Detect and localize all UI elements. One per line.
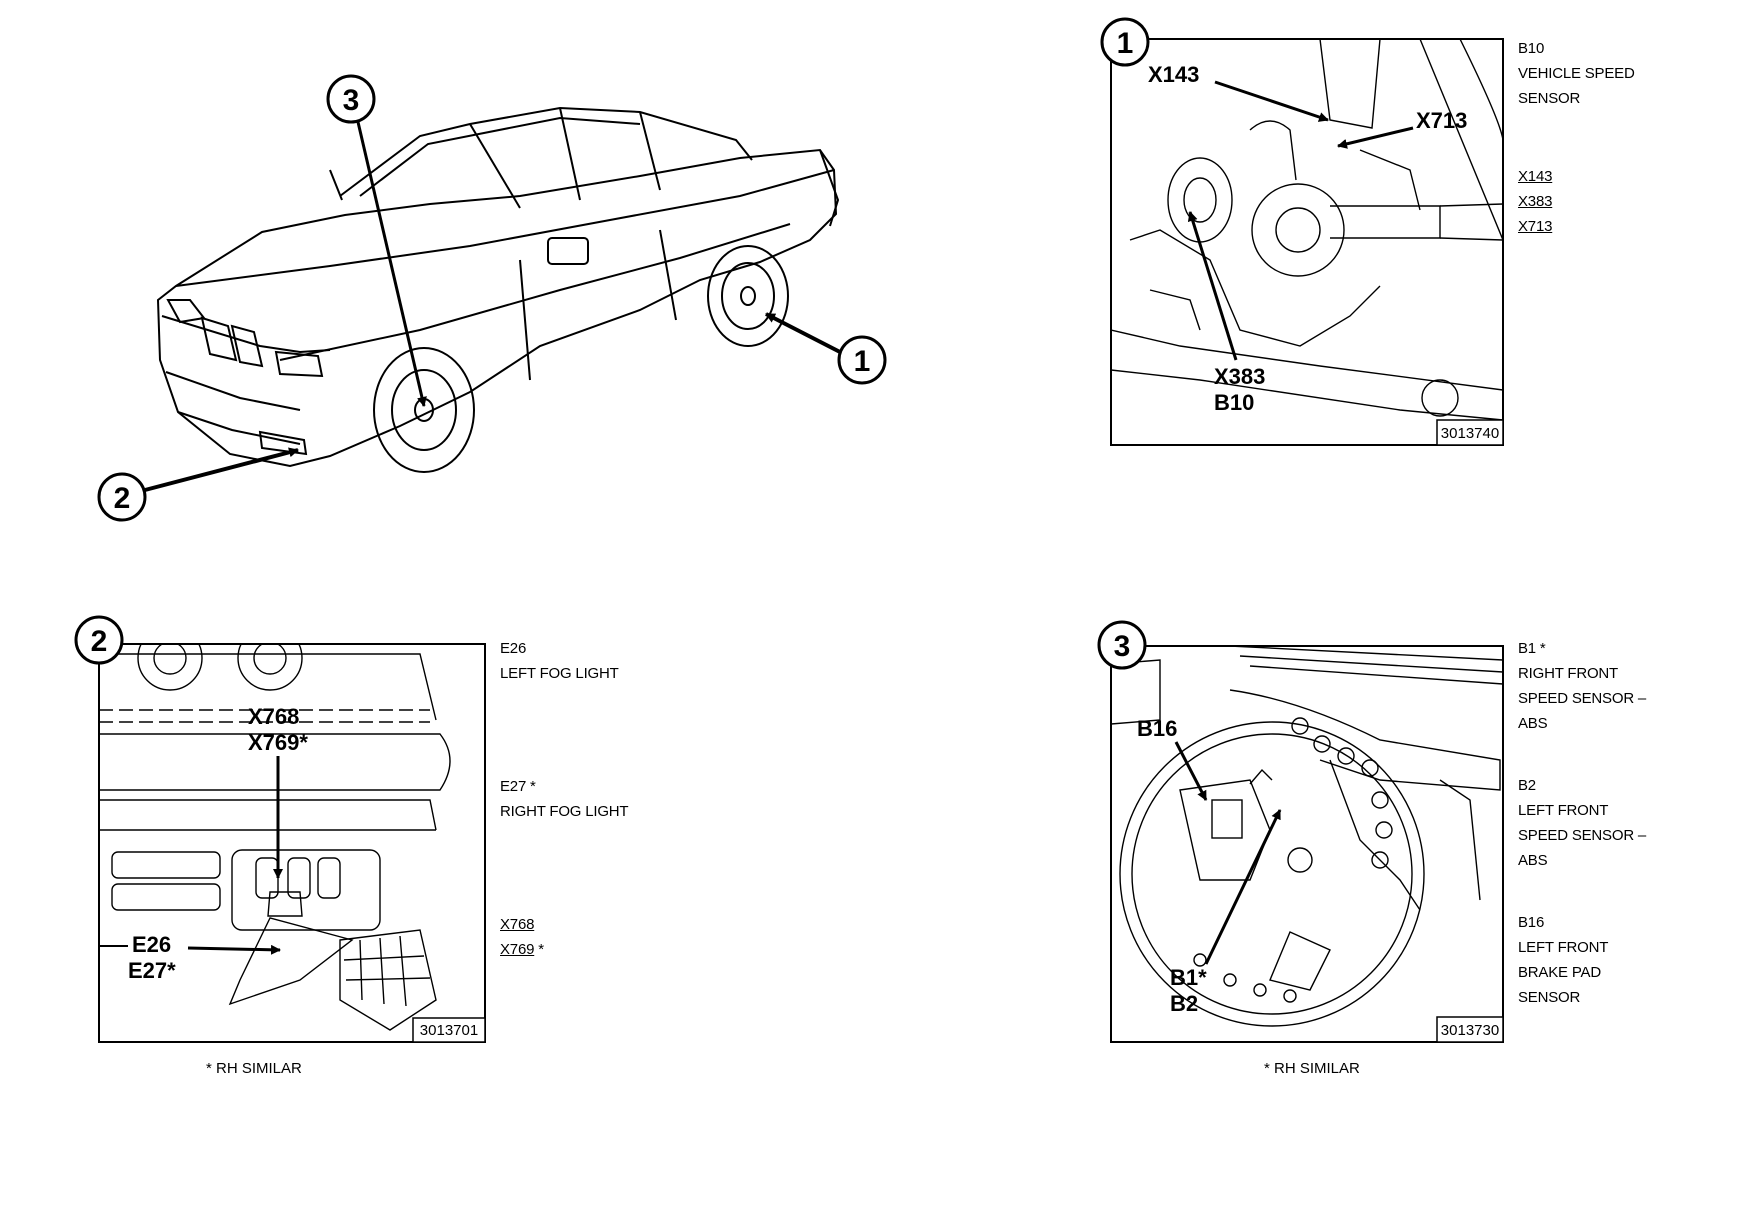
panel-3-legend: B1 * RIGHT FRONT SPEED SENSOR – ABS B2 L… bbox=[1518, 636, 1646, 1010]
legend-b16-desc-1: LEFT FRONT bbox=[1518, 939, 1609, 956]
panel-2: 3013701 2 X768 X769* E26 E27* bbox=[74, 615, 486, 1043]
callout-3: 3 bbox=[326, 74, 427, 407]
callout-1-arrow bbox=[765, 312, 841, 354]
panel-1-frame bbox=[1110, 38, 1504, 446]
label-b10: B10 bbox=[1214, 390, 1254, 415]
label-b2: B2 bbox=[1170, 991, 1198, 1016]
callout-3-label: 3 bbox=[343, 84, 360, 117]
legend-e27-desc: RIGHT FOG LIGHT bbox=[500, 803, 629, 820]
legend-b2-code: B2 bbox=[1518, 777, 1536, 794]
legend-e27-code: E27 * bbox=[500, 778, 536, 795]
label-e26: E26 bbox=[132, 932, 171, 957]
legend-connector-x769: X769 * bbox=[500, 941, 544, 958]
callout-1-label: 1 bbox=[854, 345, 871, 378]
callout-2-label: 2 bbox=[114, 482, 131, 515]
car-illustration bbox=[156, 106, 840, 473]
callout-1: 1 bbox=[765, 312, 887, 385]
callout-3-arrow bbox=[356, 121, 427, 407]
panel-2-drawing bbox=[99, 644, 451, 1031]
panel-2-note: * RH SIMILAR bbox=[206, 1060, 302, 1077]
label-b16: B16 bbox=[1137, 716, 1177, 741]
legend-b16-code: B16 bbox=[1518, 914, 1545, 931]
label-x383: X383 bbox=[1214, 364, 1265, 389]
legend-b2-desc-1: LEFT FRONT bbox=[1518, 802, 1609, 819]
label-b1: B1* bbox=[1170, 965, 1207, 990]
legend-b1-desc-1: RIGHT FRONT bbox=[1518, 665, 1619, 682]
panel-3-number: 3 bbox=[1114, 630, 1131, 663]
legend-b16-desc-3: SENSOR bbox=[1518, 989, 1581, 1006]
panel-2-number: 2 bbox=[91, 625, 108, 658]
legend-b10-desc-1: VEHICLE SPEED bbox=[1518, 65, 1635, 82]
legend-connector-x713: X713 bbox=[1518, 218, 1553, 235]
panel-3-note: * RH SIMILAR bbox=[1264, 1060, 1360, 1077]
label-x768: X768 bbox=[248, 704, 299, 729]
legend-connector-x383: X383 bbox=[1518, 193, 1553, 210]
legend-b2-desc-3: ABS bbox=[1518, 852, 1548, 869]
label-x143: X143 bbox=[1148, 62, 1199, 87]
panel-1-drawing bbox=[1111, 39, 1503, 421]
panel-3-figure-id: 3013730 bbox=[1441, 1022, 1499, 1039]
panel-1-legend: B10 VEHICLE SPEED SENSOR X143 X383 X713 bbox=[1518, 36, 1635, 239]
panel-1: 3013740 1 X143 X713 X383 B10 bbox=[1100, 17, 1504, 446]
legend-b1-code: B1 * bbox=[1518, 640, 1546, 657]
label-e27: E27* bbox=[128, 958, 176, 983]
panel-2-figure-id: 3013701 bbox=[420, 1022, 478, 1039]
legend-e26-code: E26 bbox=[500, 640, 527, 657]
legend-connector-x143: X143 bbox=[1518, 168, 1553, 185]
legend-b16-desc-2: BRAKE PAD bbox=[1518, 964, 1601, 981]
callout-2-arrow bbox=[144, 447, 299, 492]
panel-2-legend: E26 LEFT FOG LIGHT E27 * RIGHT FOG LIGHT… bbox=[500, 636, 629, 962]
legend-b1-desc-3: ABS bbox=[1518, 715, 1548, 732]
legend-b10-desc-2: SENSOR bbox=[1518, 90, 1581, 107]
label-x769: X769* bbox=[248, 730, 308, 755]
panel-3: 3013730 3 B16 B1* B2 bbox=[1097, 620, 1504, 1043]
legend-b2-desc-2: SPEED SENSOR – bbox=[1518, 827, 1647, 844]
label-x713: X713 bbox=[1416, 108, 1467, 133]
callout-2: 2 bbox=[97, 447, 299, 522]
legend-b10-code: B10 bbox=[1518, 40, 1545, 57]
legend-e26-desc: LEFT FOG LIGHT bbox=[500, 665, 619, 682]
legend-connector-x768: X768 bbox=[500, 916, 535, 933]
panel-1-number: 1 bbox=[1117, 27, 1134, 60]
legend-b1-desc-2: SPEED SENSOR – bbox=[1518, 690, 1647, 707]
panel-1-figure-id: 3013740 bbox=[1441, 425, 1499, 442]
